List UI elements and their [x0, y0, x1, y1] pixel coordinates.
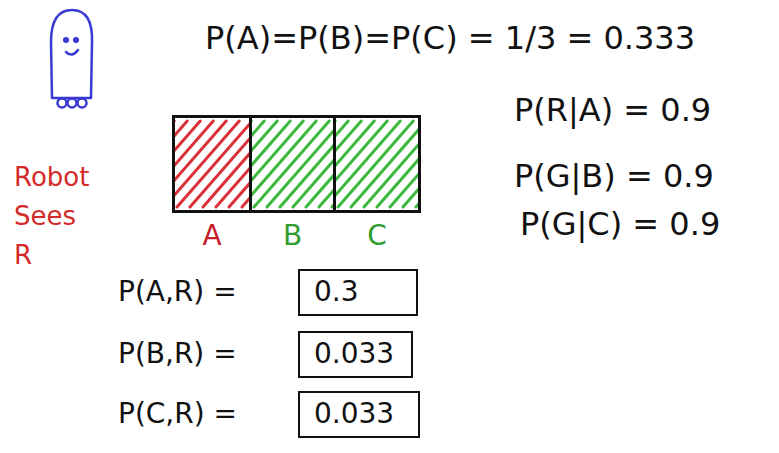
hatch-line [403, 121, 418, 207]
hatching [336, 118, 418, 210]
hatch-line [280, 121, 333, 207]
hatch-line [319, 121, 333, 207]
hatch-line [175, 121, 213, 207]
robot-mouth [66, 50, 78, 55]
robot-body [51, 10, 92, 98]
green-cell: C [333, 115, 421, 213]
joint-probability-label: P(B,R) = [118, 338, 237, 370]
answer-box: 0.3 [298, 269, 418, 316]
hatch-line [293, 121, 333, 207]
conditional-probability: P(R|A) = 0.9 [514, 92, 711, 129]
probability-value: 0.3 [314, 276, 402, 308]
robot-wheel [68, 99, 77, 108]
hatch-line [216, 121, 249, 207]
hatch-line [416, 121, 418, 207]
probability-value: 0.033 [314, 398, 404, 430]
heading-formula: P(A)=P(B)=P(C) = 1/3 = 0.333 [205, 20, 695, 57]
cell-letter: C [367, 220, 387, 252]
cell-letter: A [202, 220, 221, 252]
hatch-line [252, 121, 290, 207]
joint-probability-label: P(C,R) = [118, 398, 237, 430]
robot-icon [51, 10, 92, 108]
robot-eye [64, 38, 68, 42]
hatch-line [364, 121, 418, 207]
answer-box: 0.033 [298, 391, 420, 438]
robot-wheel [78, 99, 87, 108]
robot-wheel [58, 99, 67, 108]
green-cell: B [249, 115, 336, 213]
robot-eye [74, 38, 78, 42]
hatching [252, 118, 333, 210]
probability-value: 0.033 [314, 338, 397, 370]
conditional-probability: P(G|C) = 0.9 [520, 206, 720, 243]
joint-probability-label: P(A,R) = [118, 276, 237, 308]
hatch-line [336, 121, 374, 207]
hatch-line [267, 121, 333, 207]
hatch-line [242, 121, 249, 207]
robot-note: Robot Sees R [14, 158, 104, 275]
cell-letter: B [283, 220, 302, 252]
red-cell: A [172, 115, 252, 213]
hatch-line [351, 121, 418, 207]
answer-box: 0.033 [298, 331, 413, 378]
hatch-line [377, 121, 418, 207]
conditional-probability: P(G|B) = 0.9 [514, 158, 714, 195]
hatch-line [229, 121, 249, 207]
hatching [175, 118, 249, 210]
